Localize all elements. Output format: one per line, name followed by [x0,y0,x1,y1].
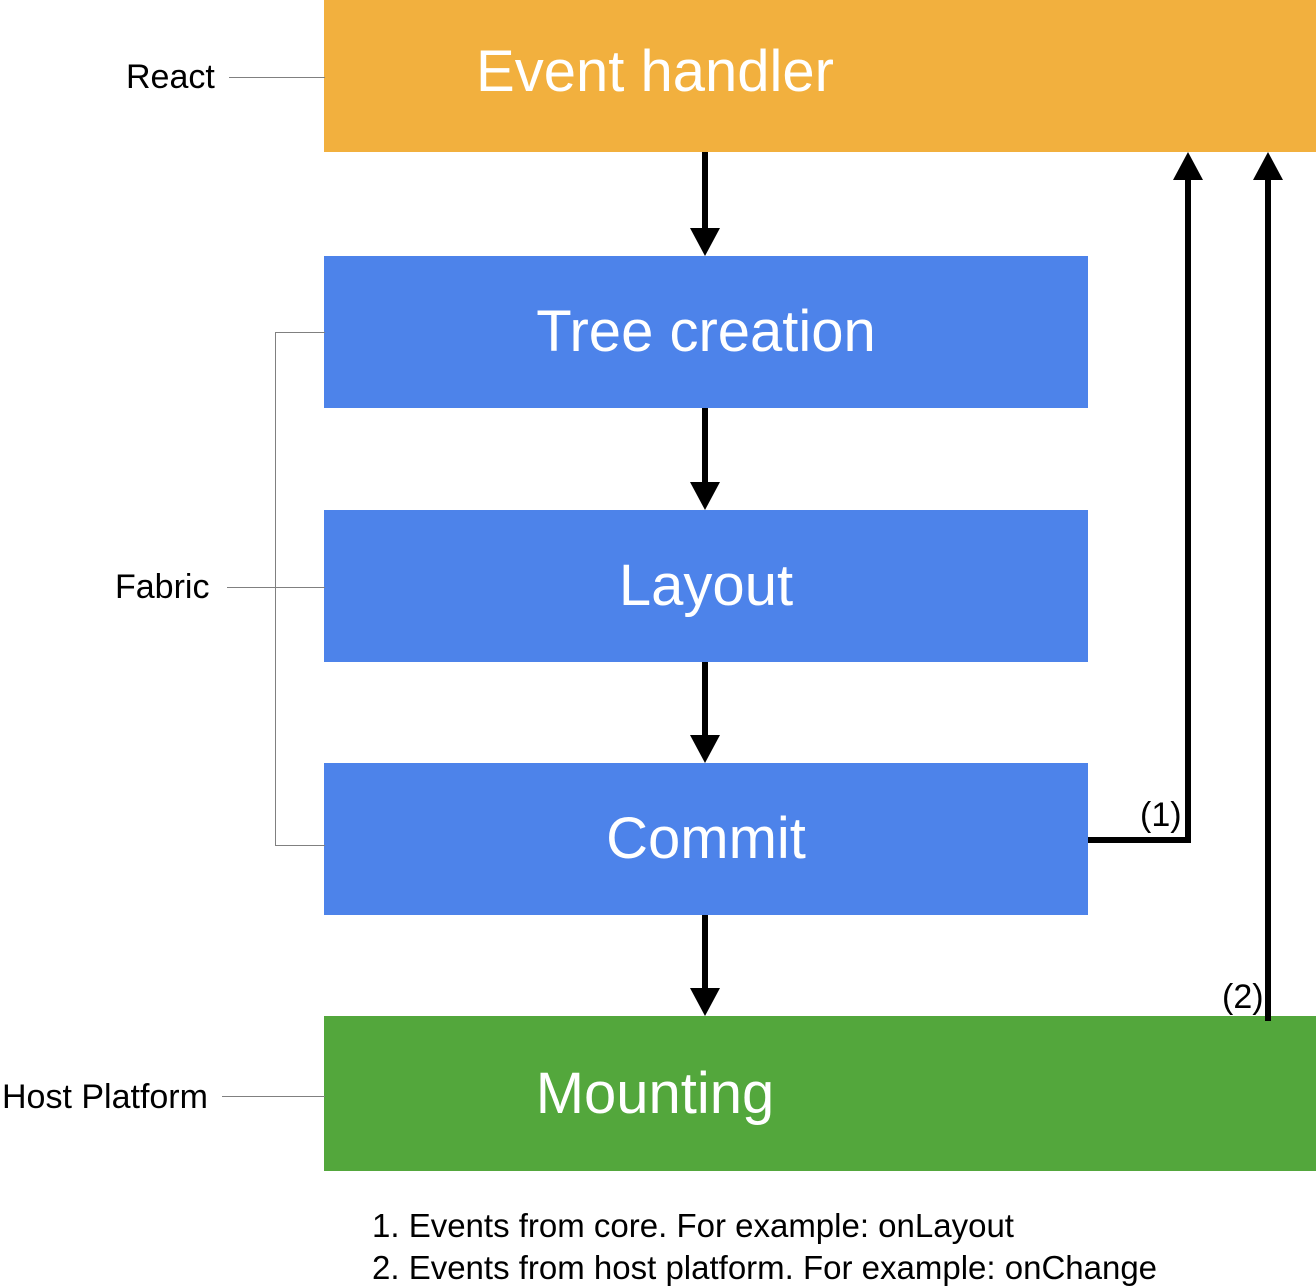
box-layout-label: Layout [618,553,794,618]
footnotes: 1. Events from core. For example: onLayo… [372,1205,1157,1286]
footnote-1: 1. Events from core. For example: onLayo… [372,1207,1014,1244]
layer-label-fabric: Fabric [115,568,210,606]
layer-label-react: React [126,58,215,96]
loop-1-horizontal-segment [1088,837,1191,843]
leader-line-react [229,77,325,78]
box-commit: Commit [324,763,1088,915]
fabric-bracket-spine [275,332,276,846]
fabric-bracket-bottom-arm [275,845,325,846]
box-event-handler: Event handler [324,0,1316,152]
box-tree-creation-label: Tree creation [536,299,876,364]
box-tree-creation: Tree creation [324,256,1088,408]
box-event-handler-label: Event handler [476,39,834,104]
box-layout: Layout [324,510,1088,662]
layer-label-host-platform: Host Platform [2,1078,208,1116]
box-mounting-label: Mounting [535,1060,775,1126]
loop-marker-1: (1) [1140,796,1182,834]
leader-line-fabric [227,587,325,588]
footnote-2: 2. Events from host platform. For exampl… [372,1249,1158,1286]
box-commit-label: Commit [606,806,806,871]
box-mounting: Mounting [324,1016,1316,1171]
fabric-bracket-top-arm [275,332,325,333]
loop-marker-2: (2) [1222,978,1264,1016]
leader-line-host-platform [222,1096,325,1097]
